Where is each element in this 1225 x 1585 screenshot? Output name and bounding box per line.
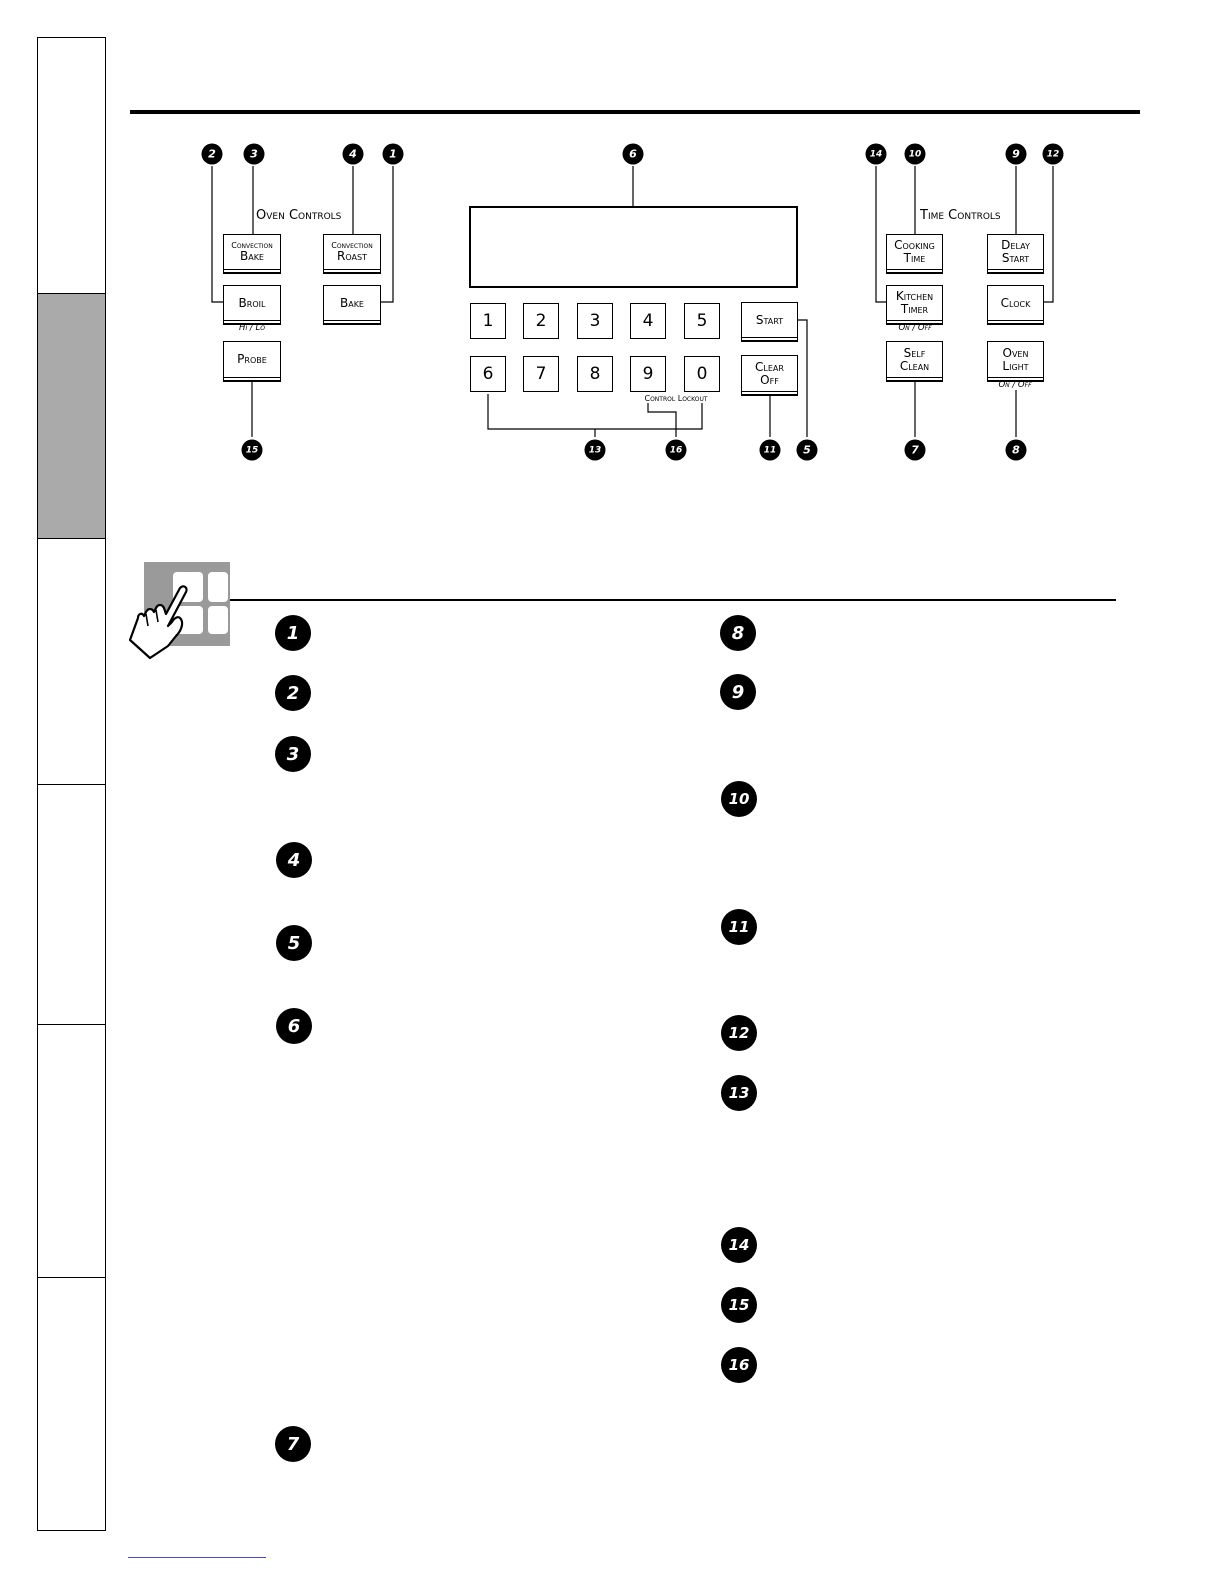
key-1[interactable]: 1 bbox=[470, 303, 506, 339]
callout-2: 2 bbox=[201, 143, 223, 165]
delay-start-line2: Start bbox=[1001, 251, 1030, 265]
key-0[interactable]: 0 bbox=[684, 356, 720, 392]
bake-label: Bake bbox=[339, 295, 364, 310]
delay-start-line1: Delay bbox=[1001, 238, 1030, 253]
feature-marker-4: 4 bbox=[276, 842, 312, 878]
feature-marker-3: 3 bbox=[275, 736, 311, 772]
clear-label: Clear bbox=[755, 359, 784, 374]
side-tab-5[interactable] bbox=[37, 1024, 106, 1278]
feature-marker-11: 11 bbox=[721, 909, 757, 945]
callout-3: 3 bbox=[243, 143, 265, 165]
broil-hi-lo-label: Hi / Lo bbox=[239, 323, 265, 333]
self-clean-line2: Clean bbox=[899, 358, 930, 373]
feature-marker-10: 10 bbox=[721, 781, 757, 817]
cooking-time-button[interactable]: Cooking Time bbox=[886, 234, 943, 270]
oven-light-button[interactable]: Oven Light bbox=[987, 341, 1044, 378]
leader-lines bbox=[211, 166, 1054, 437]
off-label: Off bbox=[760, 372, 779, 387]
delay-start-button[interactable]: Delay Start bbox=[987, 234, 1044, 270]
convection-bake-big: Bake bbox=[239, 248, 264, 263]
oven-light-line2: Light bbox=[1002, 358, 1029, 373]
control-lockout-label: Control Lockout bbox=[644, 394, 708, 403]
broil-button[interactable]: Broil bbox=[223, 285, 281, 321]
probe-label: Probe bbox=[237, 352, 267, 367]
broil-label: Broil bbox=[238, 295, 266, 310]
kitchen-timer-line2: Timer bbox=[900, 302, 929, 316]
convection-bake-small: Convection bbox=[231, 240, 273, 250]
top-rule bbox=[130, 110, 1140, 114]
convection-roast-button[interactable]: Convection Roast bbox=[323, 234, 381, 270]
side-tab-2[interactable] bbox=[37, 293, 106, 539]
feature-marker-14: 14 bbox=[721, 1227, 757, 1263]
start-button[interactable]: Start bbox=[741, 302, 798, 338]
feature-marker-6: 6 bbox=[276, 1008, 312, 1044]
callout-12: 12 bbox=[1042, 143, 1064, 165]
kitchen-timer-button[interactable]: Kitchen Timer bbox=[886, 285, 943, 321]
callout-13: 13 bbox=[584, 439, 606, 461]
oven-light-line1: Oven bbox=[1002, 345, 1029, 360]
clear-off-button[interactable]: Clear Off bbox=[741, 355, 798, 392]
feature-marker-5: 5 bbox=[276, 925, 312, 961]
kitchen-timer-line1: Kitchen bbox=[895, 289, 934, 304]
feature-marker-1: 1 bbox=[275, 615, 311, 651]
key-8[interactable]: 8 bbox=[577, 356, 613, 392]
control-panel-diagram: Oven Controls Time Controls Convection B… bbox=[0, 0, 1225, 520]
key-7[interactable]: 7 bbox=[523, 356, 559, 392]
oven-controls-label: Oven Controls bbox=[256, 208, 342, 223]
key-9[interactable]: 9 bbox=[630, 356, 666, 392]
callout-1: 1 bbox=[382, 143, 404, 165]
callout-8: 8 bbox=[1005, 439, 1027, 461]
oven-light-on-off-label: On / Off bbox=[998, 380, 1032, 390]
clock-label: Clock bbox=[1000, 295, 1031, 310]
callout-9: 9 bbox=[1005, 143, 1027, 165]
side-tab-3[interactable] bbox=[37, 538, 106, 785]
convection-roast-small: Convection bbox=[331, 240, 373, 250]
key-6[interactable]: 6 bbox=[470, 356, 506, 392]
feature-marker-9: 9 bbox=[720, 674, 756, 710]
pointing-hand-icon bbox=[128, 562, 230, 660]
callout-11: 11 bbox=[759, 439, 781, 461]
cooking-time-line2: Time bbox=[903, 251, 926, 265]
feature-marker-16: 16 bbox=[721, 1347, 757, 1383]
key-4[interactable]: 4 bbox=[630, 303, 666, 339]
callout-5: 5 bbox=[796, 439, 818, 461]
cooking-time-line1: Cooking bbox=[894, 238, 935, 253]
feature-marker-8: 8 bbox=[720, 615, 756, 651]
feature-marker-13: 13 bbox=[721, 1075, 757, 1111]
time-controls-label: Time Controls bbox=[920, 208, 1001, 223]
display-window bbox=[469, 206, 798, 288]
self-clean-line1: Self bbox=[903, 345, 926, 360]
probe-button[interactable]: Probe bbox=[223, 341, 281, 378]
feature-marker-12: 12 bbox=[721, 1015, 757, 1051]
kitchen-timer-on-off-label: On / Off bbox=[898, 323, 932, 333]
feature-marker-15: 15 bbox=[721, 1287, 757, 1323]
section-rule bbox=[230, 599, 1116, 601]
callout-4: 4 bbox=[342, 143, 364, 165]
start-label: Start bbox=[755, 312, 784, 327]
convection-roast-big: Roast bbox=[337, 248, 367, 263]
self-clean-button[interactable]: Self Clean bbox=[886, 341, 943, 378]
callout-16: 16 bbox=[665, 439, 687, 461]
side-tab-6[interactable] bbox=[37, 1277, 106, 1531]
key-3[interactable]: 3 bbox=[577, 303, 613, 339]
callout-6: 6 bbox=[622, 143, 644, 165]
callout-7: 7 bbox=[904, 439, 926, 461]
side-tab-4[interactable] bbox=[37, 784, 106, 1025]
feature-marker-7: 7 bbox=[275, 1426, 311, 1462]
bake-button[interactable]: Bake bbox=[323, 285, 381, 321]
clock-button[interactable]: Clock bbox=[987, 285, 1044, 321]
footer-link-underline[interactable] bbox=[128, 1557, 266, 1558]
callout-15: 15 bbox=[241, 439, 263, 461]
callout-10: 10 bbox=[904, 143, 926, 165]
key-2[interactable]: 2 bbox=[523, 303, 559, 339]
callout-14: 14 bbox=[865, 143, 887, 165]
key-5[interactable]: 5 bbox=[684, 303, 720, 339]
side-tab-1[interactable] bbox=[37, 37, 106, 294]
convection-bake-button[interactable]: Convection Bake bbox=[223, 234, 281, 270]
feature-marker-2: 2 bbox=[275, 675, 311, 711]
